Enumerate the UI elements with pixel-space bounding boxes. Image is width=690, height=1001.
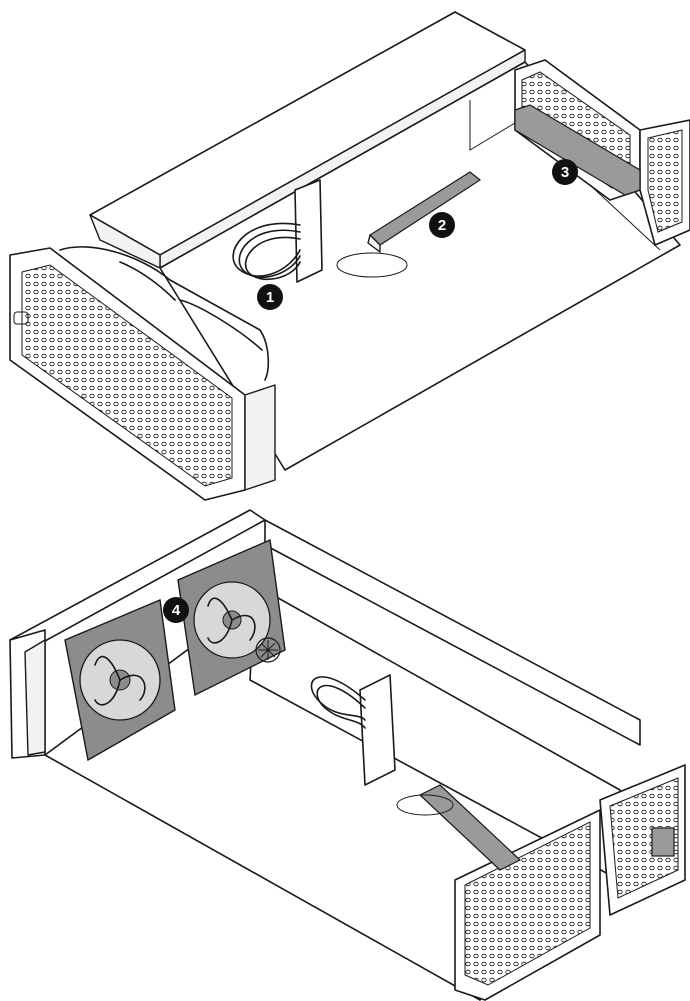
callout-1-label: 1	[266, 289, 274, 306]
callout-2: 2	[429, 212, 455, 238]
callout-3: 3	[552, 159, 578, 185]
bottom-enclosure	[9, 509, 686, 1001]
callout-2-label: 2	[438, 217, 446, 234]
top-enclosure	[9, 11, 690, 501]
callout-3-label: 3	[561, 164, 569, 181]
fan-left	[64, 599, 176, 762]
callout-1: 1	[257, 284, 283, 310]
callout-4-label: 4	[172, 602, 181, 619]
callout-4: 4	[163, 597, 189, 623]
